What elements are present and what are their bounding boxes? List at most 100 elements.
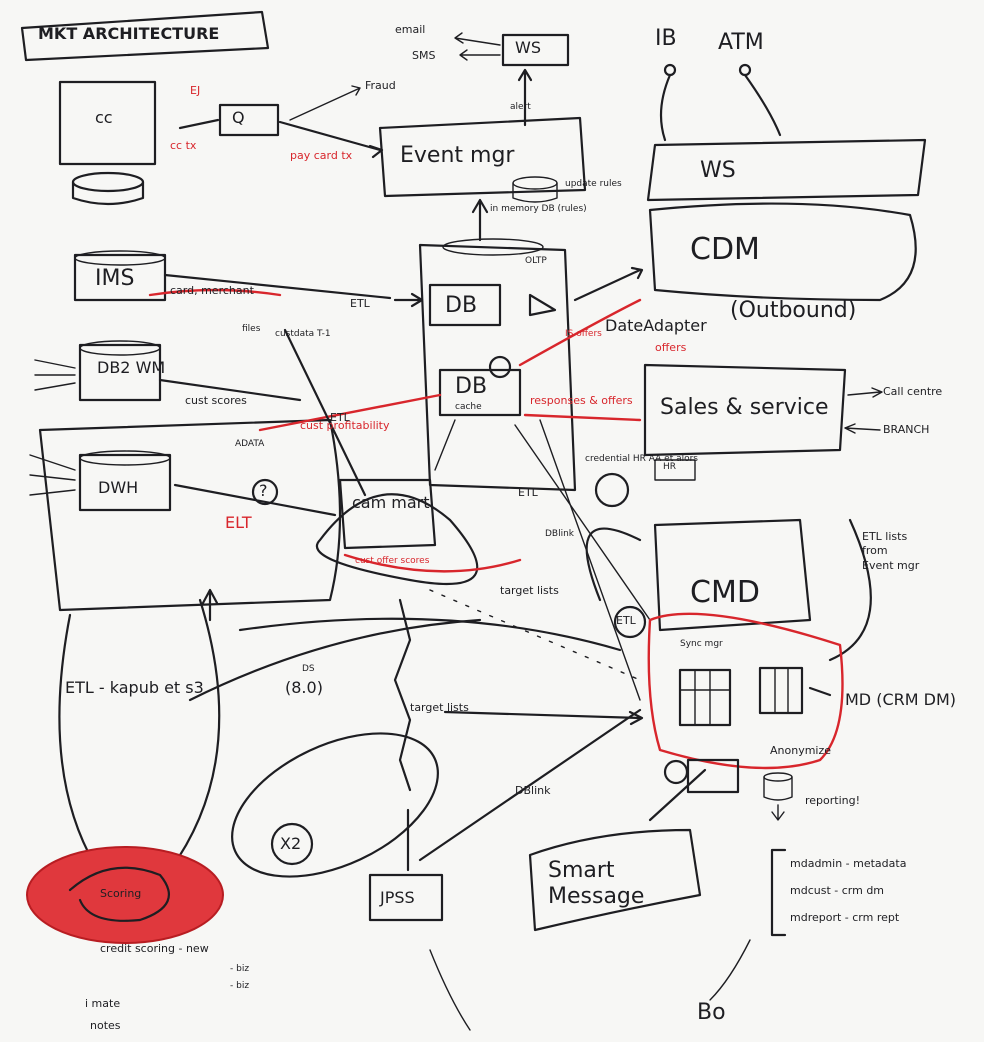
dblink2-label: DBlink <box>515 785 550 796</box>
md-label: MD (CRM DM) <box>845 690 975 709</box>
sms-label: SMS <box>412 50 435 61</box>
in-memory-label: in memory DB (rules) <box>490 205 587 214</box>
cam-mart-label: cam mart <box>352 495 430 511</box>
mdadmin-label: mdadmin - metadata <box>790 858 906 869</box>
ws-right-box <box>648 140 925 200</box>
etl-lists-label: ETL lists from Event mgr <box>862 530 922 573</box>
dwh-label: DWH <box>98 480 138 496</box>
anonymize-label: Anonymize <box>770 745 831 756</box>
ib-line <box>661 75 670 140</box>
ws-right-label: WS <box>700 160 736 182</box>
red-responses-line <box>525 415 640 420</box>
custdata-label: custdata T-1 <box>275 330 331 339</box>
ws-label: WS <box>515 40 541 56</box>
reporting-label: reporting! <box>805 795 860 806</box>
offers-red-label: offers <box>655 342 686 353</box>
etl1-label: ETL <box>350 298 370 309</box>
mdreport-label: mdreport - crm rept <box>790 912 899 923</box>
cc-tx-label: cc tx <box>170 140 196 151</box>
etl-kapub-label: ETL - kapub et s3 <box>65 680 204 696</box>
scoring-label: Scoring <box>100 888 141 899</box>
sync-mgr-label: Sync mgr <box>680 640 723 649</box>
ej-label: EJ <box>190 85 200 96</box>
etl4-label: ETL <box>616 615 636 626</box>
x2-label: X2 <box>280 836 301 852</box>
i-mate-label: i mate <box>85 998 120 1009</box>
cc-label: cc <box>95 110 113 126</box>
cc-db-body <box>73 182 143 204</box>
etl-circle-1 <box>596 474 628 506</box>
notes-label: notes <box>90 1020 121 1031</box>
ds-ver-label: (8.0) <box>285 680 323 696</box>
cmd-label: CMD <box>690 578 760 608</box>
cust-scores-label: cust scores <box>185 395 247 406</box>
responses-label: responses & offers <box>530 395 633 406</box>
credit-scoring-label: credit scoring - new <box>100 943 209 954</box>
dwh-outer <box>40 420 340 610</box>
offers-top-label: IS offers <box>565 330 602 339</box>
inmem-db <box>513 177 557 189</box>
db2-label: DB2 WM <box>97 360 165 376</box>
call-centre-arrow <box>848 388 882 397</box>
q-box <box>220 105 278 135</box>
pay-card-tx-label: pay card tx <box>290 150 352 161</box>
email-label: email <box>395 24 425 35</box>
q-mark-label: ? <box>259 483 268 499</box>
etl2-label: ETL <box>330 412 350 423</box>
call-centre-label: Call centre <box>883 386 942 397</box>
sms-arrow <box>460 50 500 60</box>
cache-label: cache <box>455 403 482 412</box>
etl3-label: ETL <box>518 487 538 498</box>
fraud-label: Fraud <box>365 80 396 91</box>
bo-label: Bo <box>697 1002 726 1024</box>
target-lists-label: target lists <box>500 585 559 596</box>
hr-label: HR <box>663 463 676 472</box>
db2-inputs <box>35 360 75 390</box>
db1-label: DB <box>445 295 477 317</box>
cam-mart-box <box>340 480 435 548</box>
dotted-flow <box>430 590 640 680</box>
branch-label: BRANCH <box>883 424 929 435</box>
smart-message-label: Smart Message <box>548 858 698 911</box>
page-title: MKT ARCHITECTURE <box>38 26 219 42</box>
atm-line <box>745 75 780 135</box>
cust-offer-scores-label: cust offer scores <box>355 557 429 566</box>
outbound-label: (Outbound) <box>730 300 856 322</box>
jpss-label: JPSS <box>380 890 415 906</box>
target-arrow <box>445 712 642 724</box>
files-label: files <box>242 325 260 334</box>
cdm-label: CDM <box>690 235 760 265</box>
sales-service-label: Sales & service <box>660 397 829 419</box>
db-to-event <box>473 200 487 240</box>
credential-label: credential HR AA et alors <box>585 455 698 464</box>
biz2-label: - biz <box>230 982 249 991</box>
target-lists2-label: target lists <box>410 702 469 713</box>
ib-label: IB <box>655 28 677 50</box>
h-circle <box>665 761 687 783</box>
dwh-arc <box>59 615 95 865</box>
atm-label: ATM <box>718 32 764 54</box>
cc-db-top <box>73 173 143 191</box>
mdcust-label: mdcust - crm dm <box>790 885 884 896</box>
adata-label: ADATA <box>235 440 264 449</box>
event-mgr-label: Event mgr <box>400 145 514 167</box>
oltp-label: OLTP <box>525 257 547 266</box>
dwh-inputs <box>30 455 75 495</box>
smart-up <box>650 770 705 820</box>
db-hub <box>490 357 510 377</box>
md-bracket <box>772 850 785 935</box>
email-arrow <box>455 33 500 45</box>
branch-arrow <box>845 424 880 433</box>
fraud-arrow <box>290 86 360 120</box>
ds-label: DS <box>302 665 315 674</box>
alert-arrow <box>519 70 531 125</box>
md-grid-1 <box>680 670 730 725</box>
ims-label: IMS <box>95 268 134 290</box>
md-grid-2 <box>760 668 802 713</box>
scoring-arc <box>170 600 219 870</box>
biz1-label: - biz <box>230 965 249 974</box>
dblink-label: DBlink <box>545 530 574 539</box>
cc-to-q <box>180 120 218 128</box>
card-merchant-label: card, merchant <box>170 285 254 296</box>
